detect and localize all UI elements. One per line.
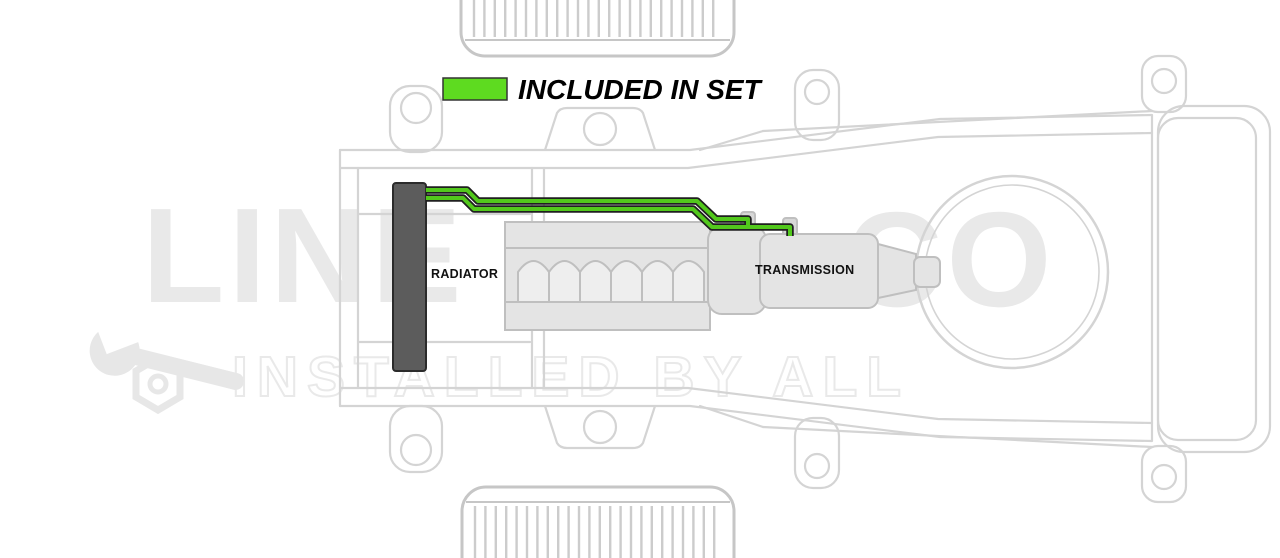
crossmember-arch-top <box>543 106 657 151</box>
radiator-label: RADIATOR <box>431 267 498 281</box>
cooler-line-2 <box>426 196 792 236</box>
engine-block <box>504 221 711 331</box>
watermark-tagline: INSTALLED BY ALL <box>232 345 910 409</box>
legend-label: INCLUDED IN SET <box>518 74 764 105</box>
transmission <box>707 211 941 315</box>
engine-cylinders <box>517 260 705 303</box>
frame-rails <box>338 109 1154 449</box>
front-bracket-top <box>388 84 444 154</box>
rear-tire <box>460 485 736 558</box>
rear-tire-tread <box>473 506 716 558</box>
output-shaft <box>913 256 941 288</box>
hex-nut-icon <box>132 353 184 415</box>
radiator <box>392 182 427 372</box>
legend: INCLUDED IN SET <box>442 74 764 105</box>
front-bracket-bottom <box>388 404 444 474</box>
front-tire-tread <box>472 0 715 37</box>
crossmember-arch-bottom <box>543 405 657 450</box>
tail-cone <box>877 242 917 300</box>
transmission-label: TRANSMISSION <box>755 263 854 277</box>
cooler-line-1 <box>426 188 750 228</box>
mid-bracket-top <box>793 68 841 142</box>
mid-bracket-bottom <box>793 416 841 490</box>
front-tire <box>459 0 736 58</box>
rear-frame <box>1140 54 1272 504</box>
legend-swatch <box>442 77 508 101</box>
cooler-lines <box>426 186 794 236</box>
